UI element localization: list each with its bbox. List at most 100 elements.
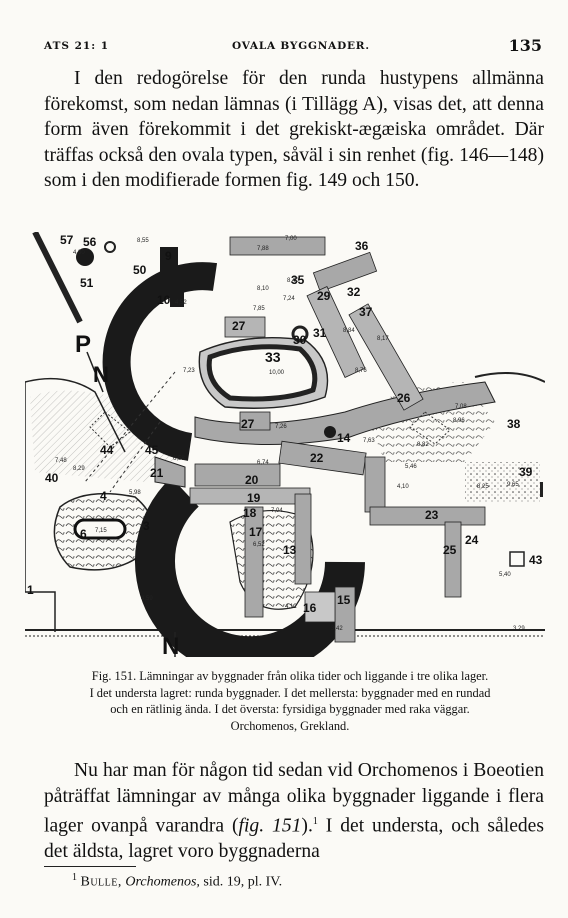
footnote-author: Bulle, [80, 874, 122, 890]
level-value: 8,10 [257, 286, 269, 292]
level-value: 7,23 [183, 368, 195, 374]
level-value: 8,76 [355, 368, 367, 374]
level-value: 7,63 [363, 438, 375, 444]
plan-number: 17 [249, 525, 263, 539]
level-value: 9,65 [507, 482, 519, 488]
level-value: 8,55 [137, 238, 149, 244]
running-header: ATS 21: 1 OVALA BYGGNADER. 135 [44, 36, 542, 56]
plan-number: 6 [80, 527, 87, 541]
plan-number: 9 [165, 249, 172, 263]
plan-number: 19 [247, 491, 261, 505]
site-plan-drawing: P N N 57 56 9 50 51 10 36 35 29 32 37 31… [25, 232, 545, 657]
plan-number: 27 [232, 319, 246, 333]
footnote-marker: 1 [312, 816, 318, 827]
plan-number: 13 [283, 543, 297, 557]
plan-number: 14 [337, 431, 351, 445]
plan-number: 31 [313, 326, 327, 340]
plan-number: 37 [359, 305, 373, 319]
caption-line-3: och en rätlinig ända. I det översta: fyr… [110, 702, 470, 716]
level-value: 8,29 [73, 466, 85, 472]
level-value: 4,12 [285, 604, 297, 610]
level-value: 7,04 [271, 508, 283, 514]
site-plan-figure: P N N 57 56 9 50 51 10 36 35 29 32 37 31… [25, 232, 545, 657]
level-value: 6,74 [257, 460, 269, 466]
plan-number: 30 [293, 333, 307, 347]
level-value: 8,25 [477, 484, 489, 490]
level-value: 4,52 [175, 300, 187, 306]
level-value: 3,29 [513, 626, 525, 632]
level-value: 7,88 [257, 246, 269, 252]
footnote-reference: sid. 19, pl. IV. [199, 874, 283, 890]
level-value: 4,30 [73, 250, 85, 256]
plan-number: 50 [133, 263, 147, 277]
plan-number: 16 [303, 601, 317, 615]
level-value: 6,58 [173, 456, 185, 462]
plan-number: 33 [265, 349, 281, 365]
footnote-number: 1 [72, 872, 77, 883]
caption-line-2: I det understa lagret: runda byggnader. … [89, 685, 491, 700]
plan-number: 1 [27, 583, 34, 597]
level-value: 5,40 [499, 572, 511, 578]
level-value: 7,15 [95, 528, 107, 534]
level-value: 4,59 [141, 596, 153, 602]
plan-number: 51 [80, 276, 94, 290]
plan-number: 38 [507, 417, 521, 431]
plan-number: 40 [45, 471, 59, 485]
plan-number: 56 [83, 235, 97, 249]
level-value: 8,96 [453, 418, 465, 424]
level-value: 7,48 [55, 458, 67, 464]
plan-number: 20 [245, 473, 259, 487]
paragraph-text-mid: ). [301, 815, 313, 837]
north-label-n-upper: N [93, 362, 109, 387]
level-value: 8,82 [417, 442, 429, 448]
paragraph-text-start: Nu har man för någon tid sedan vid Orcho… [44, 760, 544, 837]
level-value: 7,24 [283, 296, 295, 302]
plan-number: 10 [157, 293, 171, 307]
footnote-title: Orchomenos, [125, 874, 200, 890]
caption-line-4: Orchomenos, Grekland. [230, 718, 350, 733]
plan-number: 15 [337, 593, 351, 607]
level-value: 6,52 [253, 542, 265, 548]
plan-number: 45 [145, 443, 159, 457]
paragraph-text-end: I det understa, och således det äldsta, … [44, 815, 545, 863]
plan-number: 21 [150, 466, 164, 480]
plan-number: 22 [310, 451, 324, 465]
plan-number: 44 [100, 443, 114, 457]
plan-number: 4 [100, 489, 107, 503]
page-number: 135 [508, 36, 542, 55]
plan-number: 29 [317, 289, 331, 303]
journal-reference: ATS 21: 1 [44, 40, 110, 52]
plan-number: 35 [291, 273, 305, 287]
intro-paragraph: I den redogörelse för den runda hustypen… [44, 68, 544, 191]
plan-number: 25 [443, 543, 457, 557]
level-value: 10,00 [269, 370, 285, 376]
plan-number: 26 [397, 391, 411, 405]
plan-number: 36 [355, 239, 369, 253]
level-value: 5,98 [129, 490, 141, 496]
footnote-rule [44, 866, 136, 867]
north-label-p: P [75, 331, 91, 358]
level-value: 5,46 [405, 464, 417, 470]
body-paragraph: Nu har man för någon tid sedan vid Orcho… [44, 758, 544, 865]
figure-caption: Fig. 151. Lämningar av byggnader från ol… [40, 668, 540, 734]
north-label-n-lower: N [162, 633, 179, 657]
caption-line-1: Fig. 151. Lämningar av byggnader från ol… [91, 669, 489, 683]
level-value: 8,40 [287, 278, 299, 284]
level-value: 4,10 [397, 484, 409, 490]
chapter-title: OVALA BYGGNADER. [232, 40, 370, 52]
level-value: 8,84 [343, 328, 355, 334]
level-value: 3,42 [331, 626, 343, 632]
plan-number: 18 [243, 506, 257, 520]
plan-number: 23 [425, 508, 439, 522]
level-value: 7,26 [275, 424, 287, 430]
level-value: 7,85 [253, 306, 265, 312]
plan-number: 3 [143, 519, 150, 533]
plan-number: 27 [241, 417, 255, 431]
plan-number: 57 [60, 233, 74, 247]
plan-number: 43 [529, 553, 543, 567]
plan-number: 32 [347, 285, 361, 299]
figure-reference: fig. 151 [238, 815, 302, 837]
level-value: 7,08 [455, 404, 467, 410]
level-value: 8,17 [377, 336, 389, 342]
plan-number: 39 [519, 465, 533, 479]
